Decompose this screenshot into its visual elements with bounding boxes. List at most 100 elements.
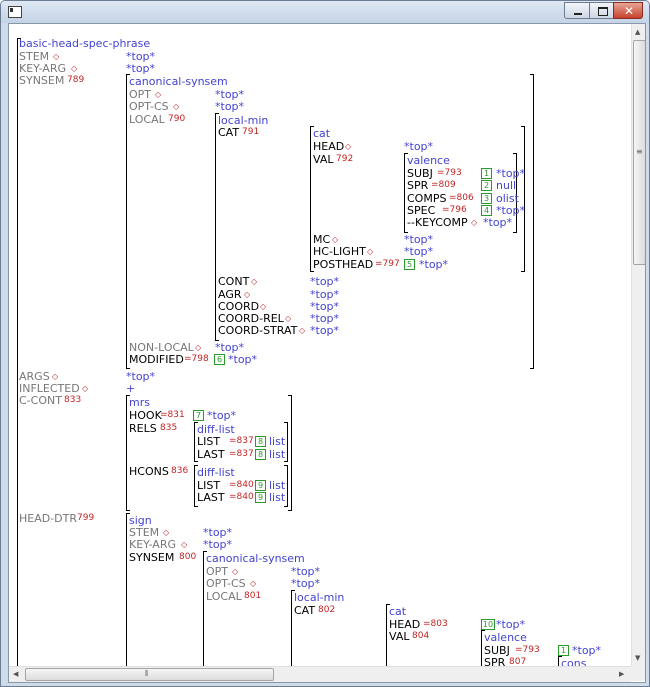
feature-last[interactable]: LAST: [197, 491, 225, 504]
feature-opt[interactable]: OPT: [206, 565, 229, 578]
valence-type[interactable]: valence: [484, 631, 527, 644]
feature-hook[interactable]: HOOK: [129, 409, 162, 422]
value-key-arg[interactable]: *top*: [126, 62, 156, 75]
feature-non-local[interactable]: NON-LOCAL: [129, 341, 194, 354]
feature-agr[interactable]: AGR: [218, 288, 242, 301]
feature-modified[interactable]: MODIFIED: [129, 353, 184, 366]
value-subj[interactable]: *top*: [496, 167, 526, 180]
value-opt-cs[interactable]: *top*: [291, 577, 321, 590]
maximize-button[interactable]: [589, 2, 614, 19]
feature-hc-light[interactable]: HC-LIGHT: [313, 245, 366, 258]
feature-local[interactable]: LOCAL: [129, 113, 165, 126]
feature-mc[interactable]: MC: [313, 233, 331, 246]
cat-type[interactable]: cat: [313, 127, 331, 140]
value-stem[interactable]: *top*: [203, 526, 233, 539]
value-agr[interactable]: *top*: [310, 288, 340, 301]
feature-stem[interactable]: STEM: [129, 526, 160, 539]
feature-head[interactable]: HEAD: [389, 618, 421, 631]
coref-tag[interactable]: 9: [255, 492, 266, 503]
coref-tag[interactable]: 8: [255, 449, 266, 460]
value-opt-cs[interactable]: *top*: [215, 100, 245, 113]
hcons-type[interactable]: diff-list: [197, 466, 235, 479]
feature-head[interactable]: HEAD: [313, 140, 345, 153]
spr-type[interactable]: cons: [561, 657, 587, 666]
feature-head-dtr[interactable]: HEAD-DTR: [19, 512, 78, 525]
scroll-down-arrow-icon[interactable]: ▼: [635, 654, 641, 662]
feature-last[interactable]: LAST: [197, 448, 225, 461]
title-bar[interactable]: ✕: [1, 1, 649, 23]
feature-spr[interactable]: SPR: [484, 656, 506, 666]
cat-type[interactable]: cat: [389, 605, 407, 618]
feature-opt[interactable]: OPT: [129, 88, 152, 101]
value-opt[interactable]: *top*: [291, 565, 321, 578]
coref-tag[interactable]: 1: [481, 168, 492, 179]
feature-coord-strat[interactable]: COORD-STRAT: [218, 324, 298, 337]
feature-cat[interactable]: CAT: [294, 604, 316, 617]
scroll-left-arrow-icon[interactable]: ◀: [13, 670, 19, 678]
value-non-local[interactable]: *top*: [215, 341, 245, 354]
feature-subj[interactable]: SUBJ: [484, 644, 510, 657]
feature-list[interactable]: LIST: [197, 435, 221, 448]
feature-synsem[interactable]: SYNSEM: [19, 74, 65, 87]
value-stem[interactable]: *top*: [126, 50, 156, 63]
value-list[interactable]: list: [269, 435, 286, 448]
value-hook[interactable]: *top*: [207, 409, 237, 422]
value-head[interactable]: *top*: [496, 618, 526, 631]
close-button[interactable]: ✕: [613, 2, 643, 19]
feature-val[interactable]: VAL: [389, 630, 410, 643]
feature-comps[interactable]: COMPS: [407, 192, 447, 205]
head-dtr-type[interactable]: sign: [129, 514, 152, 527]
value-inflected[interactable]: +: [126, 382, 136, 395]
feature-synsem[interactable]: SYNSEM: [129, 551, 175, 564]
feature-args[interactable]: ARGS: [19, 370, 50, 383]
coref-tag[interactable]: 10: [481, 619, 495, 630]
mrs-type[interactable]: mrs: [129, 396, 150, 409]
feature-opt-cs[interactable]: OPT-CS: [206, 577, 246, 590]
value-subj[interactable]: *top*: [572, 644, 602, 657]
coref-tag[interactable]: 3: [481, 193, 492, 204]
local-type[interactable]: local-min: [294, 591, 345, 604]
value-coord-strat[interactable]: *top*: [310, 324, 340, 337]
coref-tag[interactable]: 9: [255, 480, 266, 491]
value-last[interactable]: list: [269, 448, 286, 461]
value-mc[interactable]: *top*: [404, 233, 434, 246]
feature-keycomp[interactable]: --KEYCOMP: [407, 216, 468, 229]
value-spec[interactable]: *top*: [496, 204, 526, 217]
value-keycomp[interactable]: *top*: [483, 216, 513, 229]
feature-stem[interactable]: STEM: [19, 50, 50, 63]
feature-posthead[interactable]: POSTHEAD: [313, 258, 374, 271]
feature-key-arg[interactable]: KEY-ARG: [129, 538, 176, 551]
feature-subj[interactable]: SUBJ: [407, 167, 433, 180]
valence-type[interactable]: valence: [407, 154, 450, 167]
value-coord-rel[interactable]: *top*: [310, 312, 340, 325]
coref-tag[interactable]: 4: [481, 205, 492, 216]
value-list[interactable]: list: [269, 479, 286, 492]
value-spr[interactable]: null: [496, 179, 517, 192]
feature-spec[interactable]: SPEC: [407, 204, 436, 217]
root-type[interactable]: basic-head-spec-phrase: [19, 37, 151, 50]
feature-rels[interactable]: RELS: [129, 422, 157, 435]
synsem-type[interactable]: canonical-synsem: [206, 552, 305, 565]
feature-cont[interactable]: CONT: [218, 275, 250, 288]
feature-coord[interactable]: COORD: [218, 300, 260, 313]
feature-local[interactable]: LOCAL: [206, 590, 242, 603]
minimize-button[interactable]: [564, 2, 590, 19]
feature-cat[interactable]: CAT: [218, 126, 240, 139]
value-cont[interactable]: *top*: [310, 275, 340, 288]
feature-list[interactable]: LIST: [197, 479, 221, 492]
coref-tag[interactable]: 1: [558, 645, 569, 656]
coref-tag[interactable]: 5: [404, 259, 415, 270]
feature-coord-rel[interactable]: COORD-REL: [218, 312, 284, 325]
value-opt[interactable]: *top*: [215, 88, 245, 101]
value-key-arg[interactable]: *top*: [203, 538, 233, 551]
feature-c-cont[interactable]: C-CONT: [19, 394, 62, 407]
local-type[interactable]: local-min: [218, 114, 269, 127]
coref-tag[interactable]: 8: [255, 436, 266, 447]
value-posthead[interactable]: *top*: [419, 258, 449, 271]
synsem-type[interactable]: canonical-synsem: [129, 75, 228, 88]
coref-tag[interactable]: 2: [481, 180, 492, 191]
value-last[interactable]: list: [269, 491, 286, 504]
value-args[interactable]: *top*: [126, 370, 156, 383]
scroll-right-arrow-icon[interactable]: ▶: [619, 670, 625, 678]
vertical-scroll-thumb[interactable]: ≡: [633, 40, 645, 265]
